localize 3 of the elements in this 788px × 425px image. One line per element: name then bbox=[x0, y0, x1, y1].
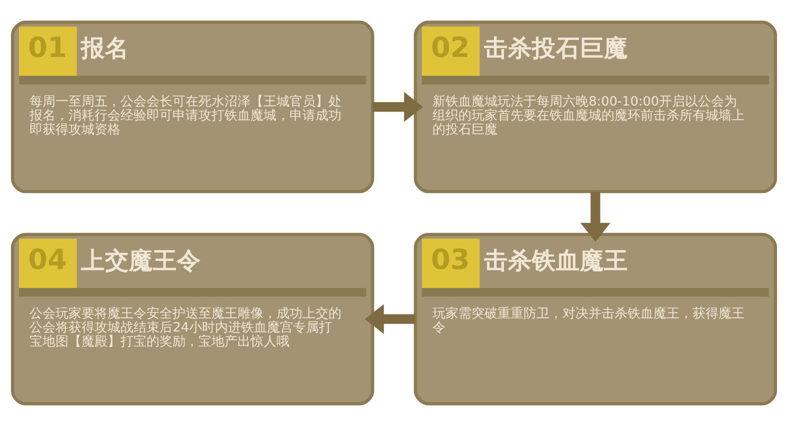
arrow bbox=[580, 191, 610, 242]
arrow bbox=[364, 304, 416, 334]
arrow bbox=[372, 91, 424, 122]
